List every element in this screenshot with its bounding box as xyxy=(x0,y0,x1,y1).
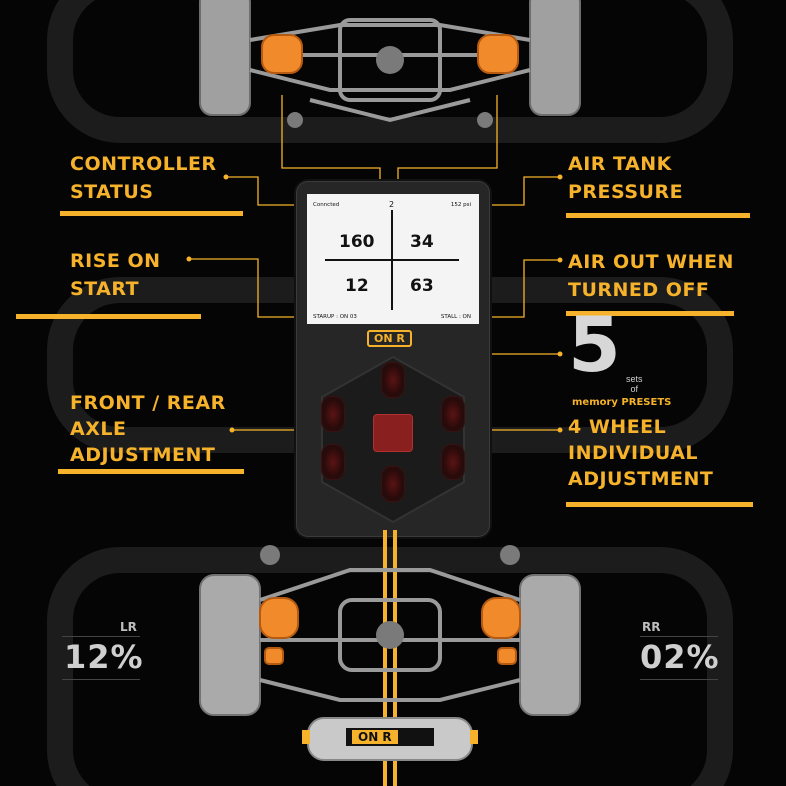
stall-status: STALL : ON xyxy=(440,314,471,320)
lr-label: LR xyxy=(120,620,137,634)
front-axle-button[interactable] xyxy=(381,362,405,398)
front-right-value: 34 xyxy=(410,232,434,252)
rise-on-start-underline xyxy=(16,314,201,319)
connection-status: Conncted xyxy=(313,202,340,208)
rear-left-value: 12 xyxy=(345,276,369,296)
lr-divider xyxy=(62,636,140,637)
front-right-wheel xyxy=(529,0,581,116)
front-left-value: 160 xyxy=(339,232,375,252)
front-left-button[interactable] xyxy=(321,396,345,432)
rear-airbags xyxy=(259,597,521,665)
air-out-underline xyxy=(566,311,734,316)
air-tank-underline xyxy=(566,213,750,218)
rear-left-wheel xyxy=(199,574,261,716)
rear-right-button[interactable] xyxy=(441,444,465,480)
front-left-wheel xyxy=(199,0,251,116)
front-airbags xyxy=(261,34,519,74)
lr-divider-bottom xyxy=(62,679,140,680)
rr-divider xyxy=(640,636,718,637)
rear-axle-button[interactable] xyxy=(381,466,405,502)
tank-logo: ON R xyxy=(352,730,398,744)
rear-right-value: 63 xyxy=(410,276,434,296)
lr-percent: 12% xyxy=(64,638,144,676)
front-chassis-illustration xyxy=(199,0,581,128)
presets-label: memory PRESETS xyxy=(572,397,672,408)
air-controller-device: Conncted 2 152 psi 160 34 12 63 STARUP :… xyxy=(296,181,490,537)
rr-label: RR xyxy=(642,620,661,634)
front-right-button[interactable] xyxy=(441,396,465,432)
rear-left-button[interactable] xyxy=(321,444,345,480)
preset-center-button[interactable] xyxy=(373,414,413,452)
screen-top-value: 2 xyxy=(389,200,395,209)
front-rear-underline xyxy=(58,469,244,474)
screen-crosshair-horizontal xyxy=(325,259,459,261)
rr-percent: 02% xyxy=(640,638,720,676)
four-wheel-underline xyxy=(566,502,753,507)
device-logo: ON R xyxy=(367,330,412,347)
presets-count: 5 xyxy=(568,300,621,389)
controller-screen: Conncted 2 152 psi 160 34 12 63 STARUP :… xyxy=(307,194,479,324)
rear-right-wheel xyxy=(519,574,581,716)
tank-pressure-value: 152 psi xyxy=(450,202,471,208)
controller-status-underline xyxy=(60,211,243,216)
rear-chassis-illustration xyxy=(199,530,581,786)
startup-status: STARUP : ON 03 xyxy=(313,314,357,320)
rr-divider-bottom xyxy=(640,679,718,680)
